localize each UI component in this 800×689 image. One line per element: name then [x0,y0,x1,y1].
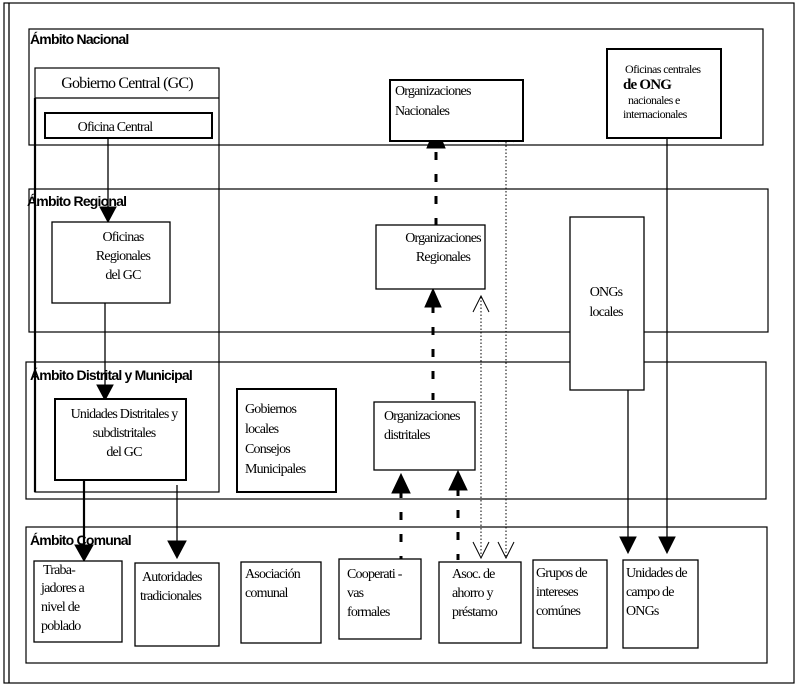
oficina-central-label: Oficina Central [78,120,154,135]
trabajadores-label-2: jadores a [40,581,86,596]
cooperativas-label-1: Cooperati - [347,567,403,582]
open-arrow-up-icon [472,294,490,313]
unidades-campo-label-2: campo de [626,585,674,600]
autoridades-label-2: tradicionales [140,589,201,604]
node-unidades-distritales[interactable] [54,398,187,481]
arrow-up-icon [424,287,442,308]
ongs-locales-label-1: ONGs [590,285,623,300]
node-grupos[interactable] [532,559,608,649]
node-asociacion[interactable] [240,561,322,644]
oficinas-regionales-label-3: del GC [105,268,141,283]
level-title-distrital: Ámbito Distrital y Municipal [30,367,192,383]
level-frame-comunal [25,526,768,664]
org-regionales-label-1: Organizaciones [405,231,481,246]
org-nacionales-label-1: Organizaciones [395,84,471,99]
asociacion-label-1: Asociación [245,567,301,582]
level-frame-nacional [28,28,764,146]
grupos-label-3: comúnes [536,604,581,619]
node-ong-centrales[interactable] [606,48,722,139]
oficinas-regionales-label-1: Oficinas [102,230,143,245]
asoc-ahorro-label-2: ahorro y [452,586,493,601]
unidades-distritales-label-3: del GC [106,445,142,460]
org-distritales-label-2: distritales [384,428,430,443]
gobierno-central-label: Gobierno Central (GC) [61,75,193,92]
node-cooperativas[interactable] [338,558,422,640]
node-oficinas-regionales[interactable] [51,221,171,304]
cooperativas-label-3: formales [347,605,390,620]
unidades-distritales-label-2: subdistritales [93,426,156,441]
node-oficina-central[interactable] [44,112,213,139]
arrow-down-icon [99,206,117,224]
level-title-regional: Ámbito Regional [27,193,126,209]
node-trabajadores[interactable] [33,560,123,643]
ongs-locales-label-2: locales [589,305,623,320]
asoc-ahorro-label-3: préstamo [452,605,498,620]
autoridades-label-1: Autoridades [142,570,202,585]
asoc-ahorro-label-1: Asoc. de [452,567,495,582]
trabajadores-label-4: poblado [41,619,81,634]
trabajadores-label-1: Traba- [43,563,76,578]
arrow-down-icon [74,544,94,563]
level-frame-distrital [25,361,767,500]
unidades-campo-label-3: ONGs [626,604,659,619]
asociacion-label-2: comunal [245,586,289,601]
arrow-down-icon [658,536,676,555]
arrow-down-icon [619,536,637,555]
node-ongs-locales[interactable] [569,216,645,391]
grupos-label-2: intereses [536,585,578,600]
org-regionales-label-2: Regionales [416,250,471,265]
org-nacionales-label-2: Nacionales [395,104,450,119]
level-title-comunal: Ámbito Comunal [30,532,131,548]
node-gobiernos-locales[interactable] [236,388,337,493]
node-autoridades[interactable] [134,562,220,647]
gobiernos-locales-label-3: Consejos [245,442,290,457]
org-distritales-label-1: Organizaciones [384,409,460,424]
node-org-regionales[interactable] [375,224,486,290]
arrow-up-icon [391,472,411,494]
ong-centrales-label-1: Oficinas centrales [625,62,701,76]
unidades-campo-label-1: Unidades de [626,566,687,581]
ong-centrales-label-3: nacionales e [628,93,680,107]
node-org-nacionales[interactable] [389,79,524,142]
arrow-down-icon [96,384,114,402]
unidades-distritales-label-1: Unidades Distritales y [71,407,179,422]
level-frame-regional [28,188,769,333]
cooperativas-label-2: vas [347,586,364,601]
gobiernos-locales-label-2: locales [245,422,279,437]
gobiernos-locales-label-4: Municipales [245,462,306,477]
node-org-distritales[interactable] [373,401,476,471]
ong-centrales-label-4: internacionales [623,107,688,121]
trabajadores-label-3: nivel de [41,600,80,615]
oficinas-regionales-label-2: Regionales [96,249,151,264]
outer-frame [3,2,795,684]
arrow-down-icon [167,540,187,560]
node-unidades-campo[interactable] [622,559,699,649]
node-asoc-ahorro[interactable] [438,561,522,644]
grupos-label-1: Grupos de [536,566,587,581]
arrow-up-icon [448,469,468,491]
open-arrow-down-icon [497,541,515,560]
open-arrow-down-icon [472,541,490,560]
gobiernos-locales-label-1: Gobiernos [245,402,296,417]
level-title-nacional: Ámbito Nacional [30,31,128,47]
ong-centrales-label-2: de ONG [623,77,672,93]
